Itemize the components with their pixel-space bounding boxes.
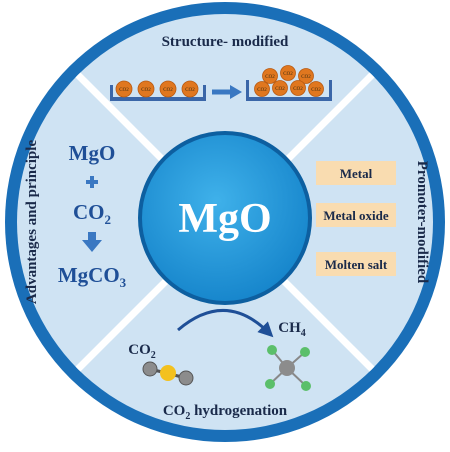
plus-icon: [86, 176, 98, 188]
right-title: Promoter-modified: [414, 161, 430, 284]
particle-before-3: [159, 80, 177, 98]
particle-after-7: [308, 81, 324, 97]
particle-after-6-label: CO2: [293, 87, 303, 92]
particle-after-2: [280, 65, 296, 81]
particle-before-2-label: CO2: [141, 88, 151, 93]
particle-after-5: [272, 80, 288, 96]
reaction-reactant2: CO2: [73, 200, 111, 227]
center-circle: [138, 131, 312, 305]
structure-before: CO2 CO2 CO2 CO2: [110, 80, 206, 101]
particle-after-4: [254, 81, 270, 97]
bottom-title: CO2 hydrogenation: [163, 403, 288, 422]
tray-before: [110, 97, 206, 101]
particle-before-4-label: CO2: [185, 88, 195, 93]
particle-before-4: [181, 80, 199, 98]
particle-before-2: [137, 80, 155, 98]
particle-after-2-label: CO2: [283, 72, 293, 77]
svg-text:Molten salt: Molten salt: [325, 257, 388, 272]
particle-after-6: [290, 80, 306, 96]
particle-after-1: [262, 68, 278, 84]
down-arrow-icon: [82, 232, 102, 252]
reaction-product: MgCO3: [58, 263, 127, 290]
tray-after: [246, 97, 332, 101]
particle-after-5-label: CO2: [275, 87, 285, 92]
particle-after-3: [298, 68, 314, 84]
ch4-molecule-icon: [265, 345, 311, 391]
svg-text:Metal: Metal: [340, 166, 373, 181]
promoter-item-metal-oxide: Metal oxide: [316, 203, 396, 227]
co2-label: CO2: [128, 342, 156, 361]
top-title: Structure- modified: [162, 34, 289, 50]
particle-after-4-label: CO2: [257, 88, 267, 93]
structure-arrow: [212, 85, 242, 99]
promoter-item-molten-salt: Molten salt: [316, 252, 396, 276]
co2-molecule-icon: [142, 361, 194, 386]
particle-after-3-label: CO2: [301, 75, 311, 80]
curved-arrow: [177, 309, 274, 338]
left-title: Advantages and principle: [24, 140, 40, 305]
center-label: MgO: [178, 196, 271, 242]
particle-before-3-label: CO2: [163, 88, 173, 93]
particle-before-1: [115, 80, 133, 98]
ch4-label: CH4: [278, 320, 306, 339]
svg-text:Metal oxide: Metal oxide: [323, 208, 389, 223]
promoter-item-metal: Metal: [316, 161, 396, 185]
particle-after-1-label: CO2: [265, 75, 275, 80]
particle-before-1-label: CO2: [119, 88, 129, 93]
reaction-reactant1: MgO: [69, 141, 116, 165]
particle-after-7-label: CO2: [311, 88, 321, 93]
